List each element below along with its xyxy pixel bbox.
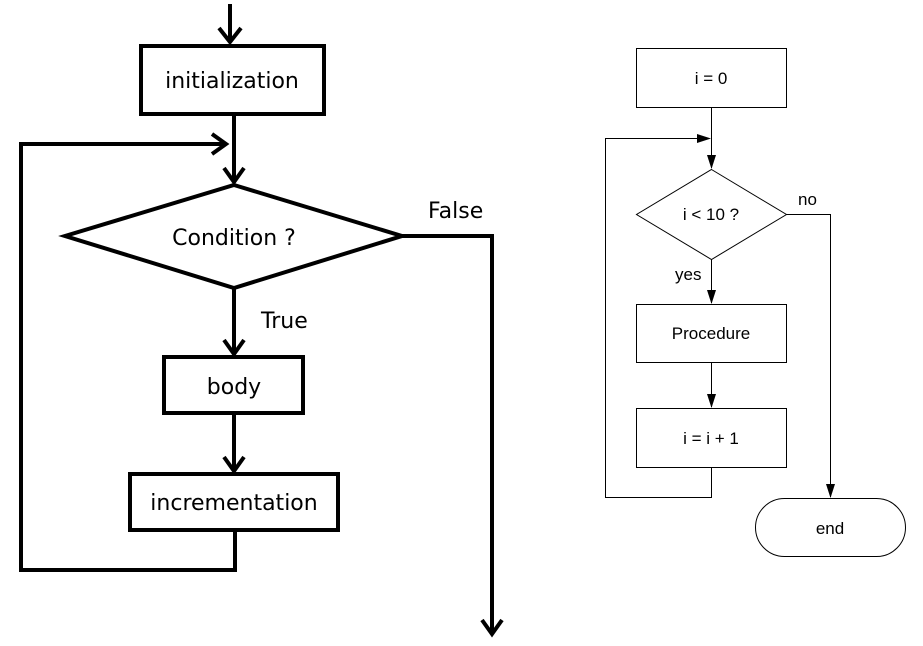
right-init-label: i = 0 <box>695 69 728 88</box>
left-incrementation-label: incrementation <box>150 491 317 516</box>
left-flowchart: initialization Condition ? False True <box>19 4 504 638</box>
right-procedure-node: Procedure <box>636 304 787 363</box>
right-end-node: end <box>755 498 906 557</box>
right-no-branch: no <box>786 190 835 498</box>
right-yes-branch: yes <box>675 259 716 304</box>
right-no-label: no <box>798 190 817 209</box>
right-increment-node: i = i + 1 <box>636 408 787 468</box>
right-flowchart: i = 0 i < 10 ? no yes <box>605 48 906 557</box>
left-initialization-node: initialization <box>139 44 326 116</box>
left-body-node: body <box>162 355 305 415</box>
left-body-to-increment-arrow <box>222 413 246 475</box>
right-loop-back-connector <box>605 134 712 498</box>
right-yes-label: yes <box>675 265 701 284</box>
left-incrementation-node: incrementation <box>128 472 340 532</box>
right-condition-node: i < 10 ? <box>635 168 788 261</box>
left-condition-node: Condition ? <box>58 182 409 291</box>
left-false-branch: False <box>402 199 504 638</box>
right-init-to-condition-arrow <box>707 108 716 169</box>
left-entry-arrow <box>217 4 243 46</box>
right-init-node: i = 0 <box>636 48 787 108</box>
right-increment-label: i = i + 1 <box>683 429 739 448</box>
left-initialization-label: initialization <box>165 69 299 94</box>
right-procedure-label: Procedure <box>672 324 750 343</box>
left-false-label: False <box>428 199 483 224</box>
right-condition-label: i < 10 ? <box>683 205 739 224</box>
left-condition-label: Condition ? <box>172 226 296 251</box>
left-true-label: True <box>260 309 308 334</box>
left-true-branch: True <box>222 288 308 358</box>
right-procedure-to-increment-arrow <box>707 362 716 408</box>
left-loop-back-connector <box>19 132 237 572</box>
left-body-label: body <box>207 375 261 400</box>
left-init-to-condition-arrow <box>222 114 246 186</box>
right-end-label: end <box>816 519 844 538</box>
